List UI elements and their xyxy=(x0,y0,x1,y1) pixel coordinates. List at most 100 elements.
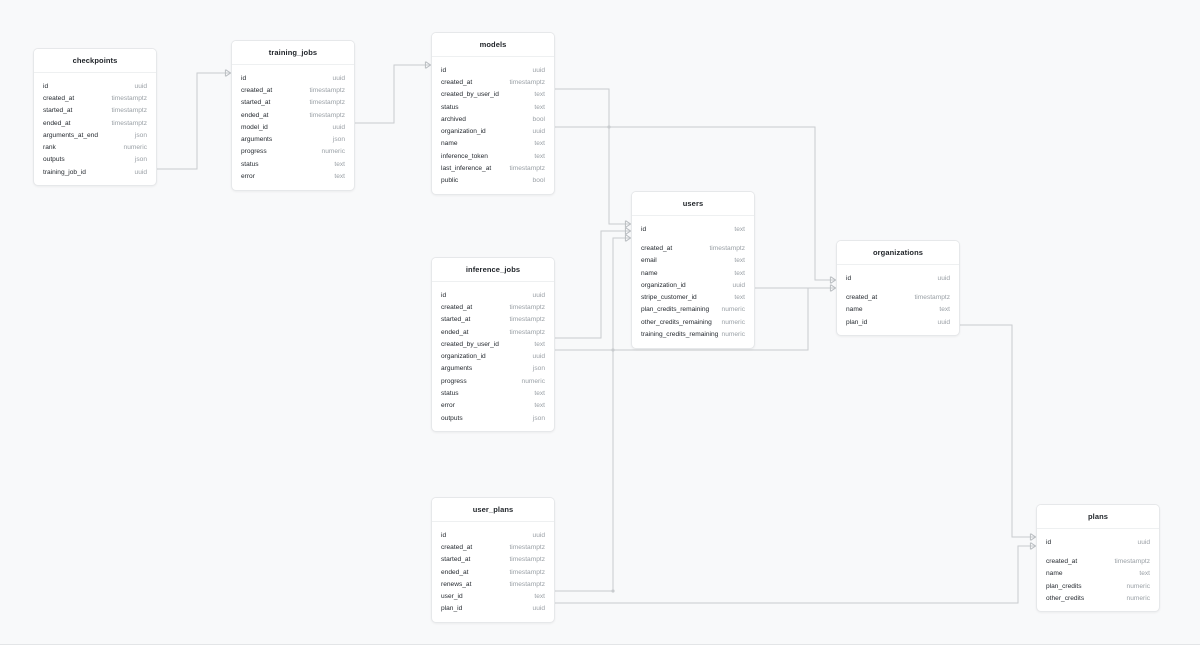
column-type: json xyxy=(134,131,147,139)
table-title-organizations: organizations xyxy=(837,241,959,265)
relationship-edge-user_plans-plan_id-to-plans-id xyxy=(555,545,1036,604)
column-name: id xyxy=(441,291,447,299)
column-type: timestamptz xyxy=(509,78,545,86)
column-type: json xyxy=(134,156,147,164)
edge-junction-1 xyxy=(611,348,615,352)
column-type: numeric xyxy=(123,144,147,152)
column-type: bool xyxy=(532,177,545,185)
edge-endpoint-organizations-id-in-2 xyxy=(829,284,837,292)
column-name: public xyxy=(441,177,459,185)
column-name: ended_at xyxy=(441,328,469,336)
column-name: id xyxy=(441,66,447,74)
edge-endpoint-plans-id-in-1 xyxy=(1029,533,1037,541)
column-name: last_inference_at xyxy=(441,165,492,173)
table-title-training_jobs: training_jobs xyxy=(232,41,354,65)
relationship-edge-organizations-plan_id-to-plans-id xyxy=(960,324,1036,538)
column-row[interactable]: progress numeric xyxy=(232,146,354,158)
column-type: timestamptz xyxy=(111,107,147,115)
column-type: numeric xyxy=(321,148,345,156)
column-name: id xyxy=(441,531,447,539)
column-name: arguments xyxy=(441,365,473,373)
column-name: progress xyxy=(241,148,267,156)
column-type: text xyxy=(334,160,345,168)
column-name: plan_id xyxy=(846,318,868,326)
column-name: user_id xyxy=(441,593,463,601)
column-row[interactable]: public bool xyxy=(432,175,554,187)
table-title-plans: plans xyxy=(1037,505,1159,529)
